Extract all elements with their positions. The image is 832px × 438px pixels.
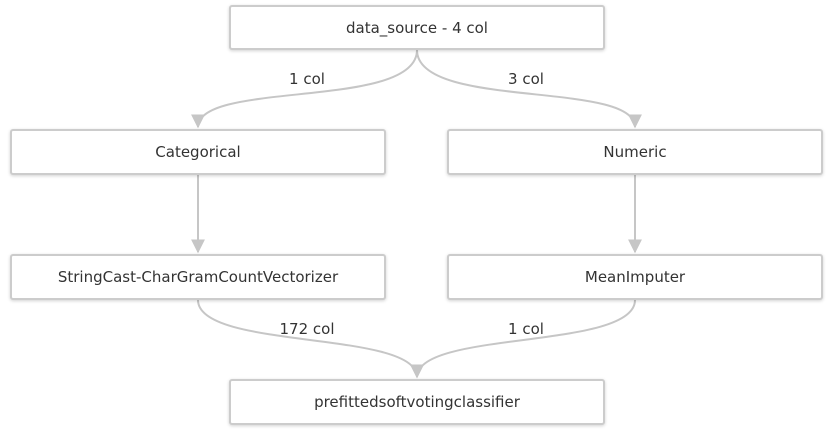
- node-numeric[interactable]: Numeric: [447, 129, 823, 175]
- edge-label-stringcast-to-classifier: 172 col: [279, 320, 335, 338]
- node-stringcast-chargram-vectorizer[interactable]: StringCast-CharGramCountVectorizer: [10, 254, 386, 300]
- node-mean-imputer[interactable]: MeanImputer: [447, 254, 823, 300]
- edge-source-to-categorical: [191, 49, 418, 129]
- node-label: prefittedsoftvotingclassifier: [314, 393, 520, 411]
- node-categorical[interactable]: Categorical: [10, 129, 386, 175]
- node-prefitted-soft-voting-classifier[interactable]: prefittedsoftvotingclassifier: [229, 379, 605, 425]
- node-label: data_source - 4 col: [346, 18, 488, 37]
- edge-label-source-to-categorical: 1 col: [289, 70, 325, 88]
- node-label: MeanImputer: [584, 268, 686, 286]
- edge-label-source-to-numeric: 3 col: [508, 70, 544, 88]
- edge-label-meanimputer-to-classifier: 1 col: [508, 320, 544, 338]
- edge-meanimputer-to-classifier: [410, 299, 636, 379]
- edge-stringcast-to-classifier: [197, 299, 424, 379]
- node-label: Categorical: [155, 143, 241, 161]
- node-data-source[interactable]: data_source - 4 col: [229, 5, 605, 50]
- node-label: StringCast-CharGramCountVectorizer: [57, 268, 339, 286]
- node-label: Numeric: [603, 143, 667, 161]
- edge-source-to-numeric: [416, 49, 642, 129]
